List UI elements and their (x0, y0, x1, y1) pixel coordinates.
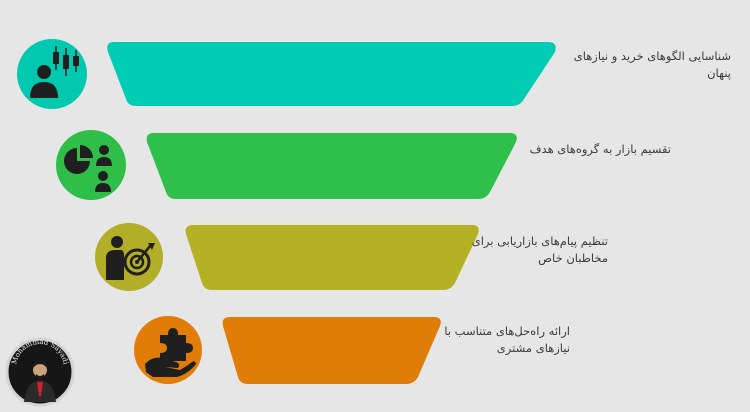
funnel-band-2 (146, 133, 517, 199)
step-3-label: تنظیم پیام‌های بازاریابی برای مخاطبان خا… (471, 234, 608, 265)
icon-circle-1 (17, 39, 87, 109)
step-4-label: ارائه راه‌حل‌های متناسب با نیازهای مشتری (444, 324, 570, 355)
funnel-band-3 (185, 225, 479, 290)
step-1-label: شناسایی الگوهای خرید و نیازهای پنهان (573, 49, 731, 80)
icon-circle-3 (95, 223, 163, 291)
person-with-candlestick-chart-icon (30, 46, 79, 98)
funnel-band-4 (222, 317, 441, 384)
icon-circle-4 (134, 316, 202, 384)
avatar (24, 360, 56, 402)
step-2-label: تقسیم بازار به گروه‌های هدف (529, 142, 671, 156)
hand-with-puzzle-icon (145, 328, 196, 377)
brand-badge: Mohammad Sayadi (5, 337, 75, 407)
pie-chart-with-people-icon (64, 145, 112, 192)
icon-circle-2 (56, 130, 126, 200)
person-with-target-icon (106, 236, 155, 280)
funnel-band-1 (107, 42, 556, 106)
